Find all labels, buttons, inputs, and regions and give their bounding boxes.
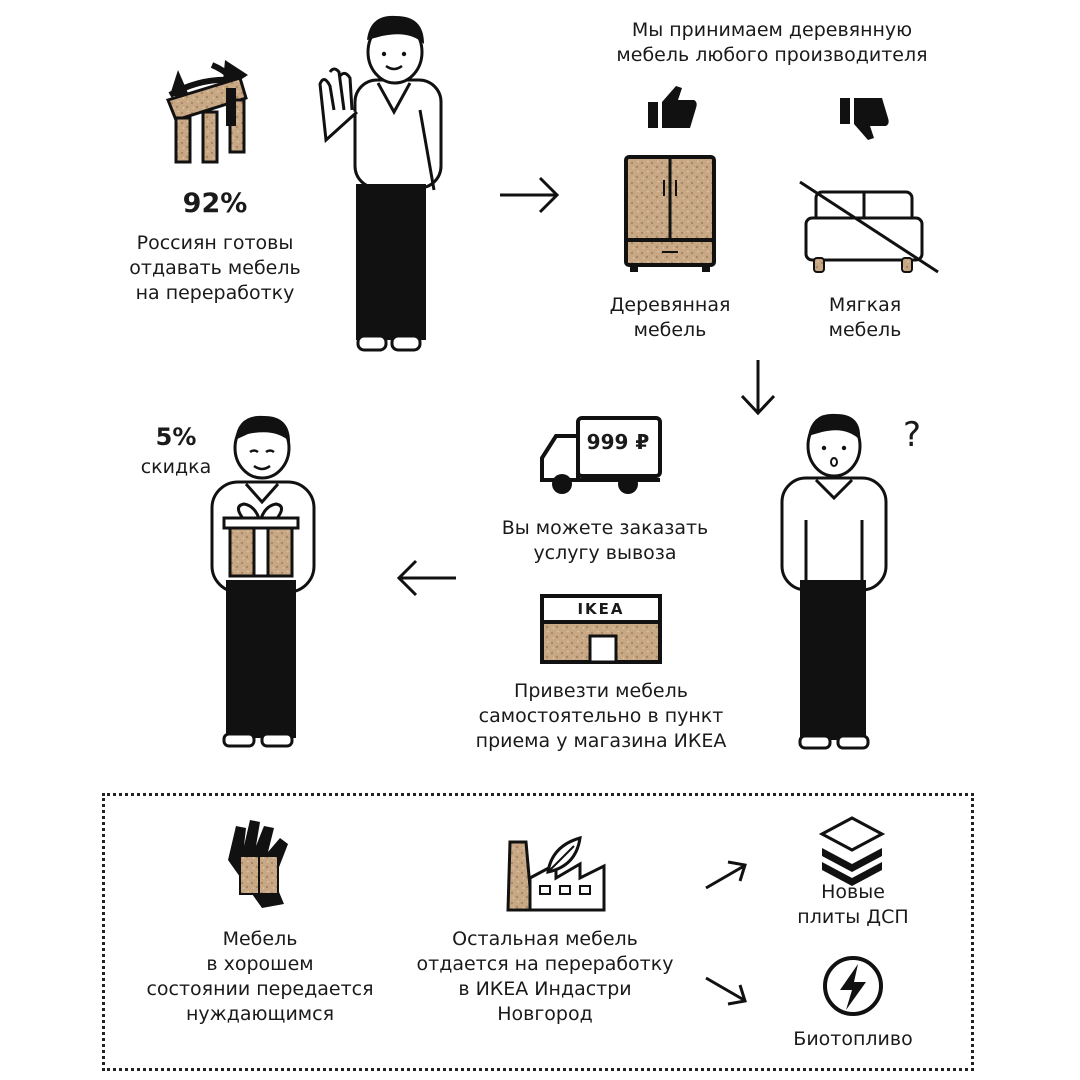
factory-icon <box>506 835 606 912</box>
arrow-down-right-icon <box>705 976 747 1006</box>
layers-icon <box>818 816 886 886</box>
discount-label: скидка <box>140 456 212 478</box>
discount-value: 5% <box>155 423 197 451</box>
crossed-sofa-icon <box>799 180 939 274</box>
arrow-down-icon <box>740 360 776 416</box>
wooden-cabinet-icon <box>624 155 716 272</box>
person-waving-icon <box>318 15 443 352</box>
stat-caption: Россиян готовы отдавать мебель на перера… <box>129 232 301 304</box>
store-caption: Привезти мебель самостоятельно в пункт п… <box>475 680 727 752</box>
recycle-caption: Остальная мебель отдается на переработку… <box>416 928 674 1025</box>
store-icon <box>540 594 662 664</box>
delivery-caption: Вы можете заказать услугу вывоза <box>501 517 709 564</box>
arrow-up-right-icon <box>705 860 747 890</box>
boards-caption: Новые плиты ДСП <box>797 881 909 928</box>
arrow-right-icon <box>500 176 560 214</box>
thumbs-up-icon <box>648 86 697 128</box>
wooden-furniture-label: Деревянная мебель <box>609 294 731 341</box>
accept-title: Мы принимаем деревянную мебель любого пр… <box>616 19 928 66</box>
recycle-chair-icon <box>166 60 248 164</box>
thumbs-down-icon <box>840 98 889 140</box>
truck-icon <box>540 416 662 494</box>
biofuel-caption: Биотопливо <box>793 1028 913 1050</box>
person-gift-icon <box>210 415 316 748</box>
soft-furniture-label: Мягкая мебель <box>828 294 902 341</box>
stat-value: 92% <box>182 188 248 219</box>
delivery-price: 999 ₽ <box>586 430 650 454</box>
process-box <box>102 793 974 1071</box>
question-mark: ? <box>902 415 922 455</box>
gloves-icon <box>228 820 288 908</box>
arrow-left-icon <box>396 559 456 597</box>
store-sign: IKEA <box>577 600 625 618</box>
donate-caption: Мебель в хорошем состоянии передается ну… <box>146 928 374 1025</box>
lightning-icon <box>823 956 883 1016</box>
person-question-icon <box>780 413 888 750</box>
